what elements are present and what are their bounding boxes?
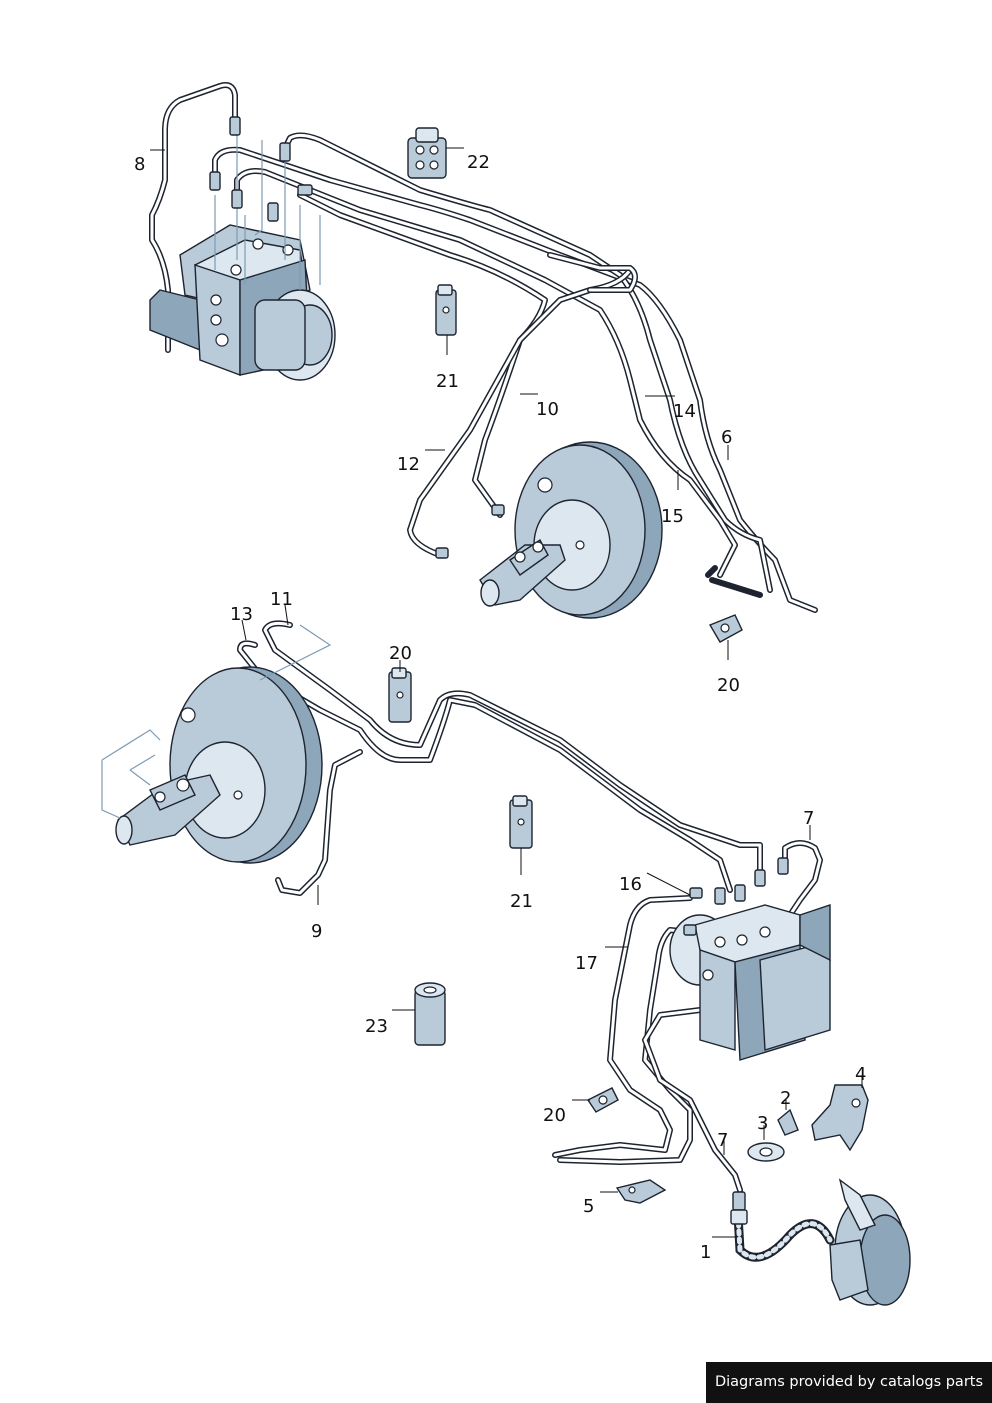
bottom-brake-lines	[237, 620, 823, 1193]
fittings-top	[209, 116, 505, 559]
label-7-lower[interactable]: 7	[717, 1130, 728, 1151]
bottom-dashed-guides	[101, 624, 332, 819]
label-5[interactable]: 5	[583, 1196, 594, 1217]
footer-credit-bar: Diagrams provided by catalogs parts	[706, 1362, 992, 1403]
label-6[interactable]: 6	[721, 427, 732, 448]
leader-lines	[150, 147, 863, 1238]
label-13[interactable]: 13	[230, 604, 253, 625]
label-7-upper[interactable]: 7	[803, 808, 814, 829]
label-23[interactable]: 23	[365, 1016, 388, 1037]
label-2[interactable]: 2	[780, 1088, 791, 1109]
label-1[interactable]: 1	[700, 1242, 711, 1263]
label-21-bottom[interactable]: 21	[510, 891, 533, 912]
label-10[interactable]: 10	[536, 399, 559, 420]
label-11[interactable]: 11	[270, 589, 293, 610]
label-17[interactable]: 17	[575, 953, 598, 974]
label-12[interactable]: 12	[397, 454, 420, 475]
brackets-small	[615, 1084, 869, 1204]
label-8[interactable]: 8	[134, 154, 145, 175]
label-22[interactable]: 22	[467, 152, 490, 173]
clip-21-bottom	[509, 795, 533, 849]
label-20-top[interactable]: 20	[717, 675, 740, 696]
label-3[interactable]: 3	[757, 1113, 768, 1134]
label-15[interactable]: 15	[661, 506, 684, 527]
clip-20-mid	[388, 667, 412, 723]
label-14[interactable]: 14	[673, 401, 696, 422]
label-16[interactable]: 16	[619, 874, 642, 895]
brake-booster-bottom	[115, 666, 323, 864]
brake-booster-top	[479, 441, 663, 619]
abs-unit-top	[149, 224, 336, 381]
abs-unit-bottom	[669, 857, 831, 1061]
label-21-top[interactable]: 21	[436, 371, 459, 392]
brake-hose-caliper	[730, 1178, 911, 1306]
top-brake-lines	[149, 82, 818, 613]
label-9[interactable]: 9	[311, 921, 322, 942]
clip-20-bottom	[586, 1087, 619, 1113]
part-labels: 8 22 21 10 14 6 12 15 11 13 20 20 7 16 2…	[134, 152, 866, 1263]
clip-21-top	[435, 284, 457, 336]
label-20-bottom[interactable]: 20	[543, 1105, 566, 1126]
clip-22	[407, 127, 447, 179]
label-4[interactable]: 4	[855, 1064, 866, 1085]
label-20-mid[interactable]: 20	[389, 643, 412, 664]
clip-20-top	[705, 565, 763, 643]
sleeve-23	[414, 982, 446, 1046]
